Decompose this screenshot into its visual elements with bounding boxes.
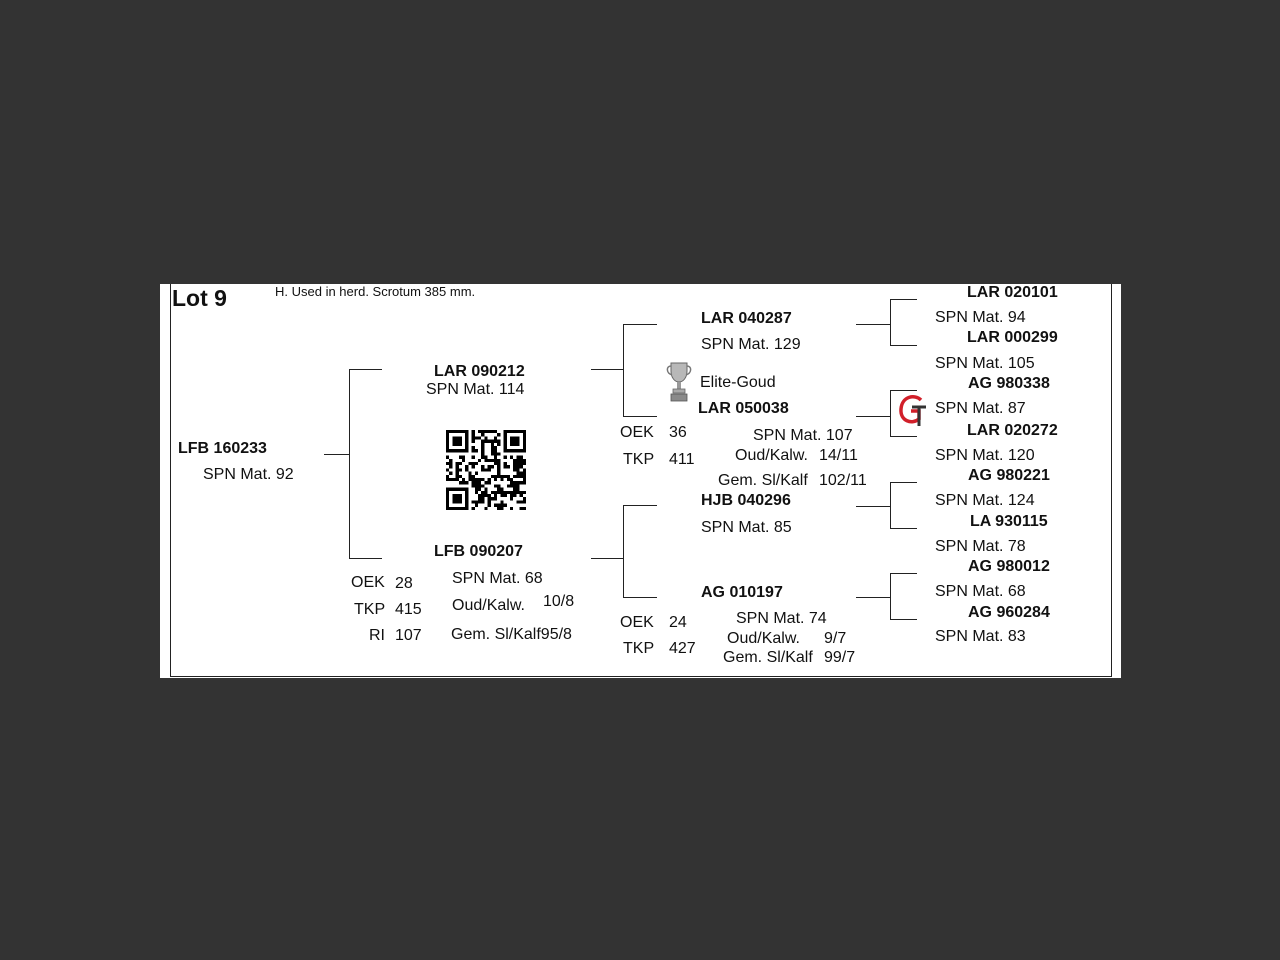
connector-line bbox=[623, 324, 657, 325]
sire-dam-tkp-value: 411 bbox=[669, 451, 695, 468]
sire-dam-oud-value: 14/11 bbox=[819, 447, 858, 464]
sire-spn: SPN Mat. 114 bbox=[426, 381, 525, 398]
ancestor-7-id: AG 980012 bbox=[968, 558, 1050, 575]
ancestor-3-id: AG 980338 bbox=[968, 375, 1050, 392]
dam-dam-spn: SPN Mat. 74 bbox=[736, 610, 827, 627]
ancestor-5-spn: SPN Mat. 124 bbox=[935, 492, 1035, 509]
connector-line bbox=[890, 482, 891, 528]
connector-line bbox=[856, 324, 890, 325]
ancestor-4-spn: SPN Mat. 120 bbox=[935, 447, 1035, 464]
connector-line bbox=[623, 597, 657, 598]
ancestor-1-spn: SPN Mat. 94 bbox=[935, 309, 1026, 326]
connector-line bbox=[890, 390, 917, 391]
ancestor-8-id: AG 960284 bbox=[968, 604, 1050, 621]
dam-dam-oud-value: 9/7 bbox=[824, 630, 847, 647]
connector-line bbox=[890, 573, 917, 574]
ancestor-6-spn: SPN Mat. 78 bbox=[935, 538, 1026, 555]
dam-sire-id: HJB 040296 bbox=[701, 492, 791, 509]
sire-dam-oek-value: 36 bbox=[669, 424, 687, 441]
dam-dam-oek-value: 24 bbox=[669, 614, 687, 631]
trophy-icon bbox=[666, 362, 692, 402]
dam-oud-label: Oud/Kalw. bbox=[452, 597, 525, 614]
dam-oek-label: OEK bbox=[351, 574, 385, 591]
ancestor-5-id: AG 980221 bbox=[968, 467, 1050, 484]
connector-line bbox=[890, 573, 891, 619]
connector-line bbox=[890, 619, 917, 620]
subject-id: LFB 160233 bbox=[178, 440, 267, 457]
award-label: Elite-Goud bbox=[700, 374, 776, 391]
connector-line bbox=[890, 299, 917, 300]
pedigree-frame bbox=[170, 284, 1112, 677]
connector-line bbox=[349, 369, 350, 558]
connector-line bbox=[856, 506, 890, 507]
ancestor-2-id: LAR 000299 bbox=[967, 329, 1058, 346]
dam-gem: Gem. Sl/Kalf95/8 bbox=[451, 626, 572, 643]
connector-line bbox=[890, 345, 917, 346]
ancestor-1-id: LAR 020101 bbox=[967, 284, 1058, 301]
sire-dam-gem-value: 102/11 bbox=[819, 472, 867, 489]
connector-line bbox=[890, 482, 917, 483]
connector-line bbox=[890, 390, 891, 436]
dam-dam-gem-value: 99/7 bbox=[824, 649, 856, 666]
connector-line bbox=[890, 436, 917, 437]
connector-line bbox=[349, 369, 382, 370]
ancestor-6-id: LA 930115 bbox=[970, 513, 1048, 530]
sire-dam-id: LAR 050038 bbox=[698, 400, 789, 417]
sire-dam-oud-label: Oud/Kalw. bbox=[735, 447, 808, 464]
connector-line bbox=[324, 454, 350, 455]
qr-code-icon bbox=[446, 430, 526, 510]
dam-ri-value: 107 bbox=[395, 627, 422, 644]
dam-oek-value: 28 bbox=[395, 575, 413, 592]
dam-spn: SPN Mat. 68 bbox=[452, 570, 543, 587]
dam-dam-oek-label: OEK bbox=[620, 614, 654, 631]
dam-dam-gem-label: Gem. Sl/Kalf bbox=[723, 649, 813, 666]
ancestor-7-spn: SPN Mat. 68 bbox=[935, 583, 1026, 600]
dam-ri-label: RI bbox=[369, 627, 385, 644]
dam-dam-oud-label: Oud/Kalw. bbox=[727, 630, 800, 647]
subject-spn: SPN Mat. 92 bbox=[203, 466, 294, 483]
dam-dam-id: AG 010197 bbox=[701, 584, 783, 601]
sire-dam-tkp-label: TKP bbox=[623, 451, 655, 468]
connector-line bbox=[890, 528, 917, 529]
connector-line bbox=[856, 597, 890, 598]
lot-note: H. Used in herd. Scrotum 385 mm. bbox=[275, 284, 476, 299]
pedigree-sheet: Lot 9 H. Used in herd. Scrotum 385 mm. L… bbox=[160, 284, 1121, 678]
dam-id: LFB 090207 bbox=[434, 543, 523, 560]
connector-line bbox=[623, 324, 624, 416]
sire-id: LAR 090212 bbox=[434, 363, 525, 380]
connector-line bbox=[591, 558, 623, 559]
connector-line bbox=[890, 299, 891, 345]
connector-line bbox=[349, 558, 382, 559]
sire-dam-oek-label: OEK bbox=[620, 424, 654, 441]
dam-tkp-value: 415 bbox=[395, 601, 422, 618]
dam-dam-tkp-value: 427 bbox=[669, 640, 696, 657]
connector-line bbox=[591, 369, 623, 370]
gt-logo-icon bbox=[899, 395, 926, 426]
dam-sire-spn: SPN Mat. 85 bbox=[701, 519, 792, 536]
sire-dam-spn: SPN Mat. 107 bbox=[753, 427, 853, 444]
connector-line bbox=[623, 505, 624, 597]
dam-oud-value: 10/8 bbox=[543, 593, 575, 610]
connector-line bbox=[856, 416, 890, 417]
ancestor-2-spn: SPN Mat. 105 bbox=[935, 355, 1035, 372]
ancestor-4-id: LAR 020272 bbox=[967, 422, 1058, 439]
ancestor-8-spn: SPN Mat. 83 bbox=[935, 628, 1026, 645]
ancestor-3-spn: SPN Mat. 87 bbox=[935, 400, 1026, 417]
sire-dam-gem-label: Gem. Sl/Kalf bbox=[718, 472, 808, 489]
dam-dam-tkp-label: TKP bbox=[623, 640, 655, 657]
connector-line bbox=[623, 416, 657, 417]
dam-tkp-label: TKP bbox=[354, 601, 386, 618]
sire-sire-spn: SPN Mat. 129 bbox=[701, 336, 801, 353]
lot-title: Lot 9 bbox=[172, 285, 227, 311]
sire-sire-id: LAR 040287 bbox=[701, 310, 792, 327]
connector-line bbox=[623, 505, 657, 506]
